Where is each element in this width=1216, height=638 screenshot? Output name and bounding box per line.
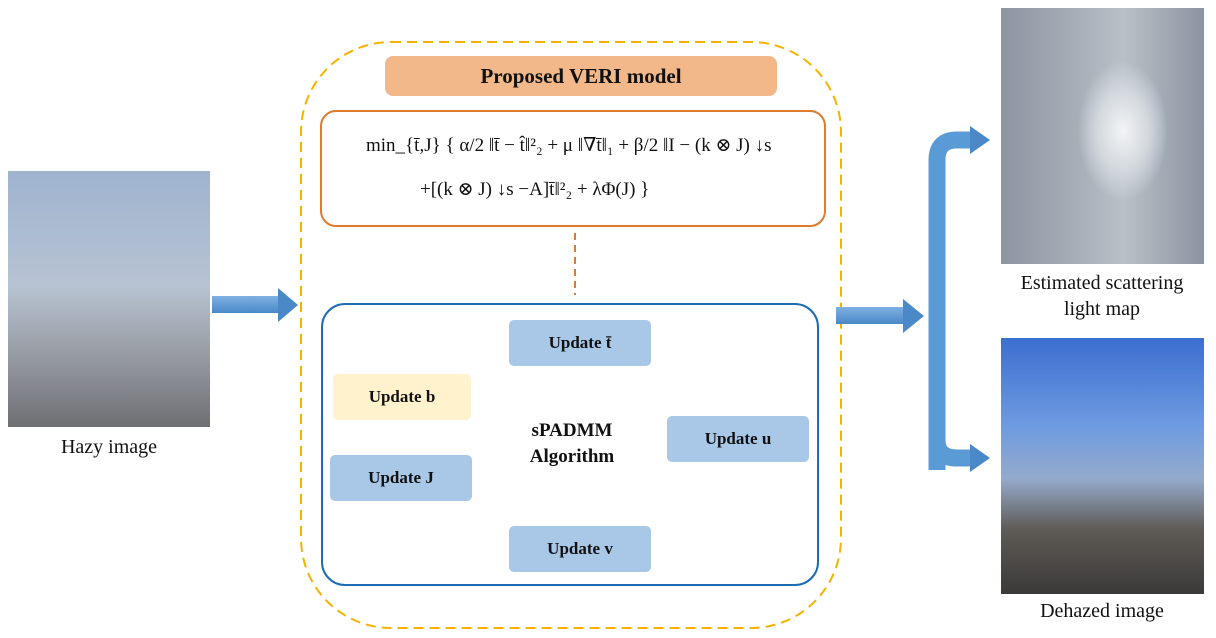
scattering-caption-line-1: Estimated scattering (1020, 272, 1184, 294)
dehazed-image-caption: Dehazed image (1040, 600, 1164, 622)
equation-box: min_{t̄,J} { α/2 ‖t̄ − t̂‖²₂ + μ ‖∇t̄‖₁ … (320, 110, 826, 227)
scattering-caption-line-2: light map (1063, 298, 1141, 320)
dehazed-image (1001, 338, 1204, 594)
equation-line-2: +[(k ⊗ J) ↓s −A]t̄‖²₂ + λΦ(J) } (420, 179, 650, 200)
equation-line-1: min_{t̄,J} { α/2 ‖t̄ − t̂‖²₂ + μ ‖∇t̄‖₁ … (366, 135, 772, 156)
output-arrow (836, 299, 924, 333)
update-t-step: Update t̄ (509, 320, 651, 366)
update-v-step: Update v (509, 526, 651, 572)
algorithm-label-line-2: Algorithm (529, 446, 615, 467)
algorithm-label: sPADMM Algorithm (502, 418, 642, 470)
model-title: Proposed VERI model (385, 56, 777, 96)
update-b-step: Update b (333, 374, 471, 420)
branch-arrow (928, 126, 990, 472)
algorithm-label-line-1: sPADMM (531, 420, 613, 441)
model-container (300, 41, 842, 629)
update-u-step: Update u (667, 416, 809, 462)
input-arrow (212, 288, 298, 322)
hazy-image (8, 171, 210, 427)
hazy-image-caption: Hazy image (60, 436, 158, 458)
scattering-light-map-image (1001, 8, 1204, 264)
scattering-map-caption: Estimated scattering light map (992, 270, 1212, 322)
update-j-step: Update J (330, 455, 472, 501)
